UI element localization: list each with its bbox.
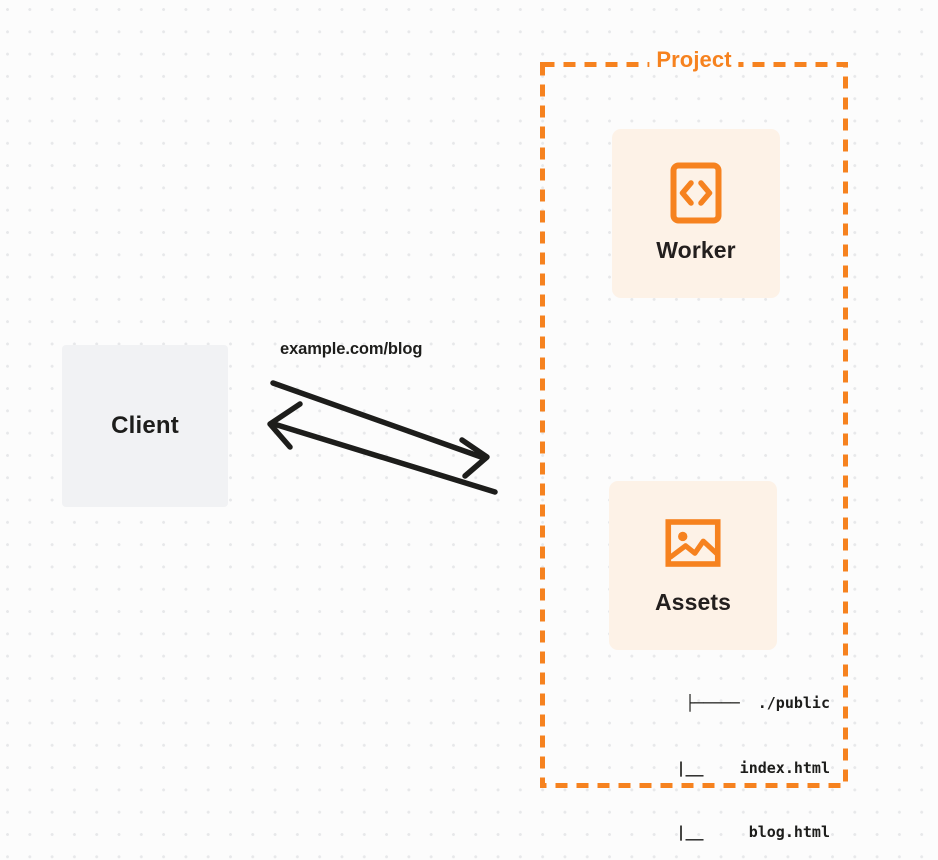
assets-label: Assets xyxy=(654,589,732,615)
assets-file-tree: ├───── ./public |__ index.html |__ blog.… xyxy=(585,650,830,860)
client-label: Client xyxy=(111,412,179,439)
connection-url-label: example.com/blog xyxy=(280,340,423,358)
worker-card[interactable]: Worker xyxy=(612,129,780,298)
file-tree-row: |__ index.html xyxy=(631,758,830,777)
client-node[interactable]: Client xyxy=(62,345,228,507)
code-brackets-icon xyxy=(668,162,724,224)
worker-label: Worker xyxy=(656,237,736,263)
project-container: Project Worker Assets ├───── ./public |_… xyxy=(540,47,848,841)
file-tree-row: ├───── ./public xyxy=(685,694,831,712)
assets-card[interactable]: Assets xyxy=(609,481,777,650)
project-title: Project xyxy=(649,47,739,73)
image-picture-icon xyxy=(665,515,721,571)
file-tree-row: |__ blog.html xyxy=(631,823,830,841)
